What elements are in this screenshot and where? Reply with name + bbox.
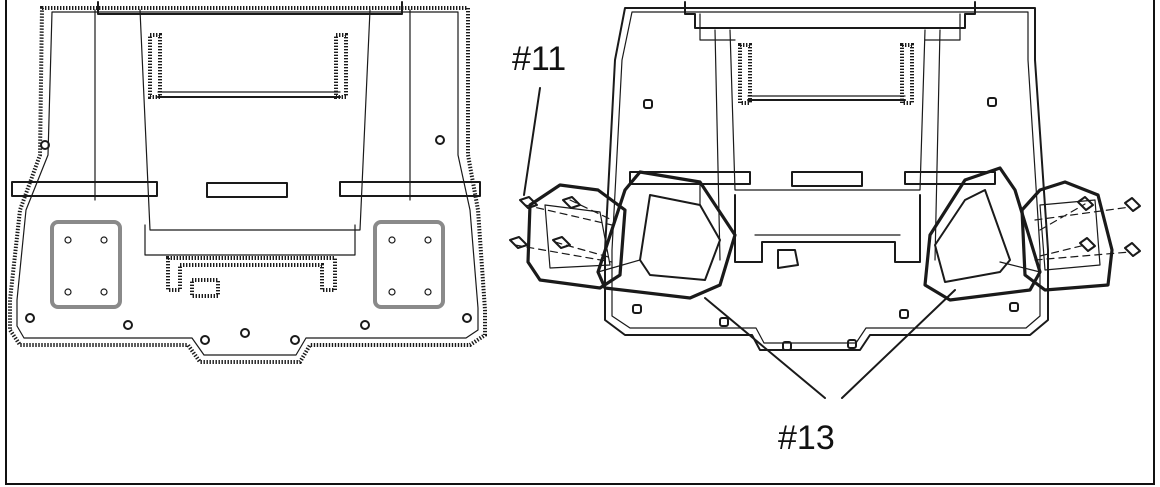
leader-line-13-left <box>704 297 826 399</box>
screw-set <box>509 196 1141 257</box>
side-pad-left <box>514 183 627 290</box>
leader-line-11 <box>523 87 541 196</box>
side-pad-right <box>1020 180 1131 292</box>
callout-part-11: #11 <box>512 40 566 196</box>
label-part-11: #11 <box>512 40 566 78</box>
base-plate-left <box>8 1 487 364</box>
diagram-frame <box>5 0 1155 485</box>
callout-part-13: #13 <box>704 289 956 457</box>
leader-line-13-right <box>841 289 956 399</box>
foot-left <box>596 170 737 300</box>
base-plate-right <box>509 1 1141 351</box>
foot-pad-left <box>50 220 122 309</box>
foot-pad-right <box>373 220 445 309</box>
label-part-13: #13 <box>778 419 835 457</box>
